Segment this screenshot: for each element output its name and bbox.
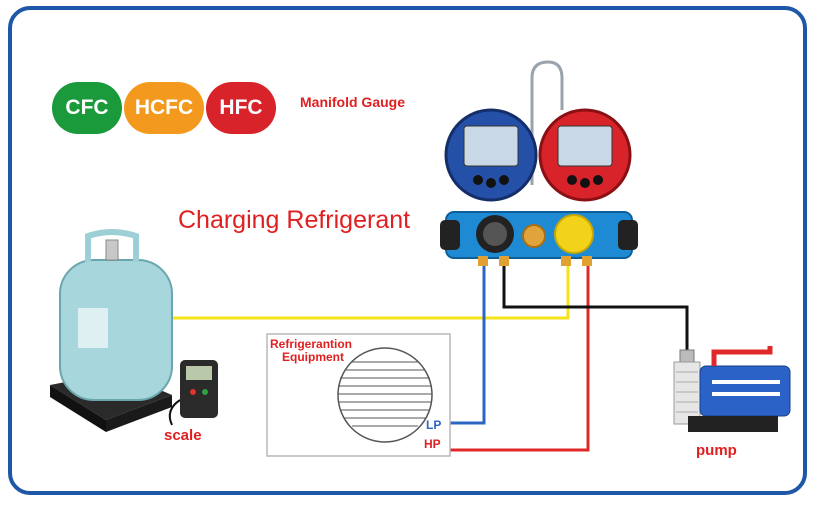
badge-cfc: CFC [52, 82, 122, 134]
black-hose [502, 258, 689, 350]
manifold-gauge-device [440, 60, 638, 266]
vacuum-pump [673, 346, 791, 432]
scale-label: scale [164, 427, 202, 444]
badge-hfc: HFC [206, 82, 276, 134]
refrigeration-equipment [266, 333, 451, 457]
lp-label: LP [426, 418, 442, 432]
badge-hfc-label: HFC [219, 96, 263, 119]
charging-refrigerant-title: Charging Refrigerant [178, 206, 411, 234]
badge-hcfc: HCFC [124, 82, 204, 134]
badge-cfc-label: CFC [65, 96, 109, 119]
blue-hose [450, 258, 486, 425]
manifold-gauge-label: Manifold Gauge [300, 94, 405, 110]
refrigerant-cylinder [59, 229, 173, 401]
red-hose [450, 258, 590, 452]
hp-label: HP [424, 437, 441, 451]
scale-display-unit [168, 360, 218, 426]
badge-hcfc-label: HCFC [134, 96, 194, 119]
pump-label: pump [696, 442, 737, 459]
equipment-label-line-1: Refrigerantion [270, 337, 353, 351]
equipment-label-line-2: Equipment [282, 350, 344, 364]
